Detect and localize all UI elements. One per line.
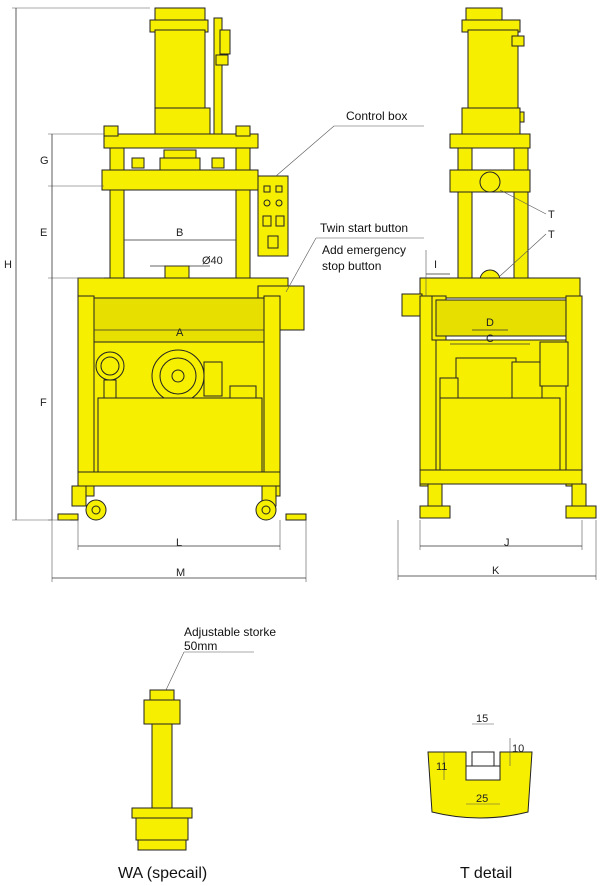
dim-J: J xyxy=(504,537,510,549)
dim-C: C xyxy=(486,333,494,345)
t-dim-25: 25 xyxy=(476,793,488,805)
callout-adjustable-1: Adjustable storke xyxy=(184,625,276,639)
dim-B: B xyxy=(176,227,183,239)
side-dimensions: I T T D C J K xyxy=(397,189,597,580)
dim-T1: T xyxy=(548,209,555,221)
dim-M: M xyxy=(176,567,185,579)
dim-phi40: Ø40 xyxy=(202,255,223,267)
wa-detail: Adjustable storke 50mm WA (specail) xyxy=(118,625,276,882)
dim-L: L xyxy=(176,537,182,549)
dim-F: F xyxy=(40,397,47,409)
dim-G: G xyxy=(40,155,49,167)
t-dim-11: 11 xyxy=(436,761,447,773)
callout-control-box: Control box xyxy=(346,109,407,123)
front-view xyxy=(57,7,307,521)
front-dimensions: G E H F B A Ø40 L M xyxy=(4,7,307,582)
dim-A: A xyxy=(176,327,184,339)
dim-I: I xyxy=(434,259,437,271)
caption-t-detail: T detail xyxy=(460,865,512,882)
dim-T2: T xyxy=(548,229,555,241)
callout-add-emergency-1: Add emergency xyxy=(322,243,406,257)
dim-E: E xyxy=(40,227,47,239)
dim-H: H xyxy=(4,259,12,271)
dim-D: D xyxy=(486,317,494,329)
t-detail: 15 11 10 25 T detail xyxy=(427,713,533,882)
t-dim-10: 10 xyxy=(512,743,524,755)
callout-twin-start: Twin start button xyxy=(320,221,408,235)
t-dim-15: 15 xyxy=(476,713,488,725)
callout-add-emergency-2: stop button xyxy=(322,259,381,273)
caption-wa: WA (specail) xyxy=(118,865,207,882)
callout-adjustable-2: 50mm xyxy=(184,639,217,653)
side-view xyxy=(401,7,597,519)
callouts: Control box Twin start button Add emerge… xyxy=(275,109,424,293)
dim-K: K xyxy=(492,565,500,577)
